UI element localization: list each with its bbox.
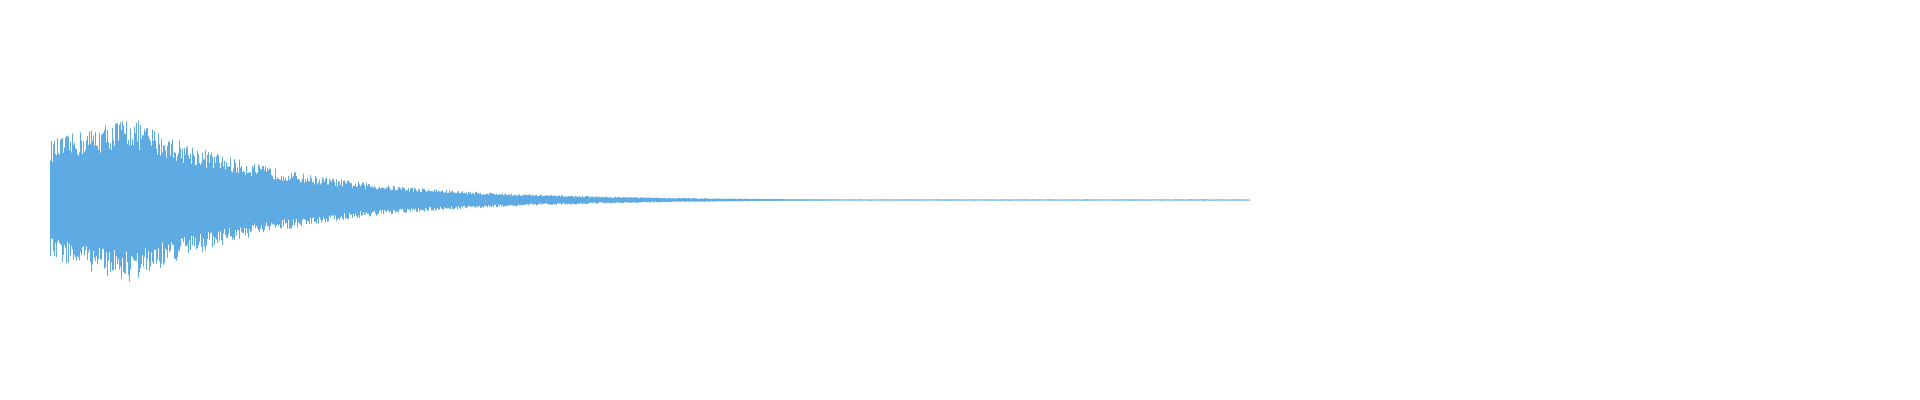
waveform-envelope [50,120,1250,282]
